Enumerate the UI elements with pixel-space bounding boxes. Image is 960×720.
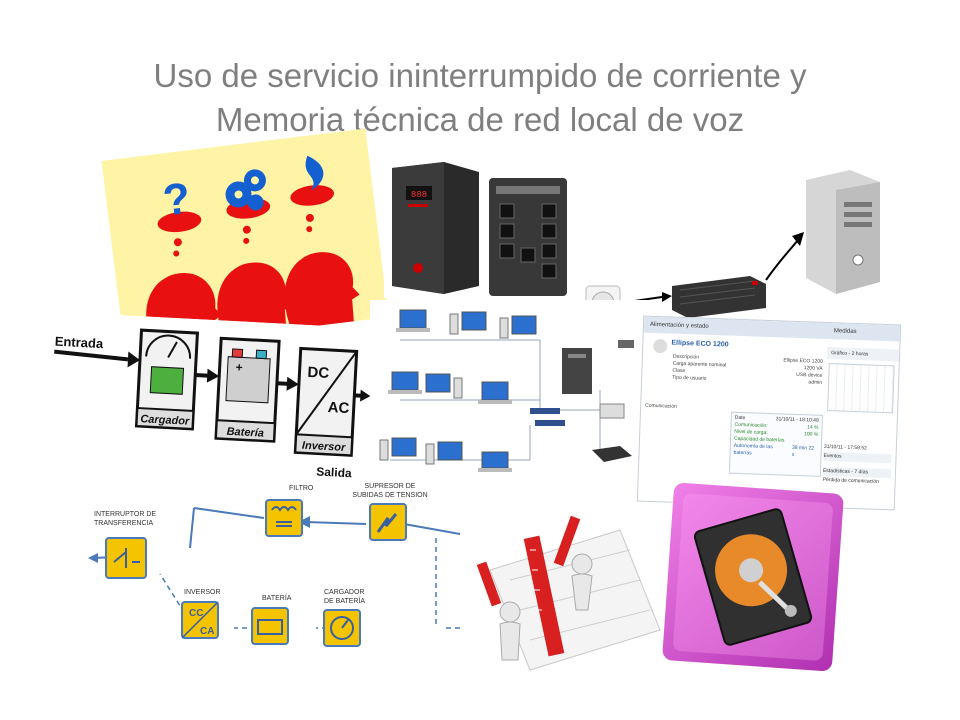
comm-loss: Pérdida de comunicación — [822, 476, 879, 485]
charger-label: Cargador — [140, 413, 190, 428]
ruler-icon — [523, 535, 565, 657]
ca-label: CA — [200, 626, 214, 637]
camera-icon — [618, 340, 634, 348]
device-status-icon — [653, 338, 668, 354]
info-key: Tipo de usuario — [672, 374, 707, 382]
charger-meter-icon — [149, 366, 185, 395]
charger-label-2: DE BATERÍA — [324, 596, 365, 605]
status-key: Autonomía de las baterías — [733, 442, 773, 457]
measures-header: Medidas — [827, 323, 902, 342]
slide-title: Uso de servicio ininterrumpido de corrie… — [0, 54, 960, 142]
router-icon — [592, 446, 632, 462]
inverter-label-mirrored: INVERSOR — [184, 589, 221, 596]
thought-bubble-icon — [157, 211, 202, 233]
status-value: 38 min 22 s — [791, 444, 815, 458]
printer-icon — [599, 403, 625, 419]
load-graph — [827, 363, 895, 414]
switch-icon — [530, 408, 565, 426]
hard-disk-image — [661, 482, 845, 672]
ups-device-photo: 888 — [384, 158, 572, 298]
svg-text:888: 888 — [411, 190, 427, 200]
events-panel: 31/10/11 - 17:59:52 Eventos Estadísticas… — [823, 443, 892, 487]
surge-label-1: SUPRESOR DE — [365, 483, 416, 490]
mirrored-ups-block-diagram: CC CA FILTRO SUPRESOR DE SUBIDAS DE TENS… — [84, 478, 464, 674]
charger-label-1: CARGADOR — [324, 589, 364, 596]
battery-label: Batería — [226, 426, 264, 440]
filter-icon — [265, 499, 303, 537]
device-name: Ellipse ECO 1200 — [671, 339, 729, 349]
network-diagram — [370, 300, 650, 482]
ac-label: AC — [327, 399, 350, 417]
inverter-label: Inversor — [302, 440, 347, 454]
events-label: Eventos — [823, 451, 892, 464]
info-value: admin — [808, 379, 823, 386]
battery-icon — [225, 356, 271, 404]
title-line-2: Memoria técnica de red local de voz — [215, 101, 745, 138]
gears-icon — [225, 169, 266, 211]
title-line-1: Uso de servicio ininterrumpido de corrie… — [153, 57, 807, 94]
graph-header: Gráfico - 2 horas — [826, 346, 900, 362]
person-figure-icon — [499, 553, 593, 661]
dc-label: DC — [307, 364, 330, 382]
switch-label-1: INTERRUPTOR DE — [94, 511, 156, 518]
date-value: 31/10/11 - 18:10:48 — [775, 416, 819, 424]
switch-label-2: TRANSFERENCIA — [94, 520, 153, 527]
rack-ups-icon — [672, 276, 766, 318]
input-label: Entrada — [54, 334, 104, 352]
output-label: Salida — [316, 464, 352, 480]
comm-label: Comunicación — [645, 402, 677, 410]
ups-block-diagram: Entrada Cargador + Batería DC AC Inverso… — [44, 311, 384, 487]
cc-label: CC — [189, 608, 203, 619]
hard-drive-icon — [693, 508, 813, 646]
battery-label-mirrored: BATERÍA — [262, 593, 292, 602]
desktop-pc-icon — [379, 311, 537, 465]
pencil-icon — [553, 515, 581, 567]
status-value: 100 % — [803, 431, 819, 438]
ups-software-screenshot: Alimentación y estado Medidas Ellipse EC… — [636, 315, 902, 511]
surge-label-2: SUBIDAS DE TENSION — [352, 492, 427, 499]
question-mark-icon: ? — [160, 174, 193, 226]
figures-with-rulers-image — [470, 510, 666, 682]
laptop-icon — [388, 309, 512, 472]
svg-text:+: + — [235, 360, 243, 374]
filter-label: FILTRO — [289, 485, 314, 492]
outlet-ups-pc-diagram — [580, 160, 886, 330]
flame-icon — [305, 155, 324, 191]
